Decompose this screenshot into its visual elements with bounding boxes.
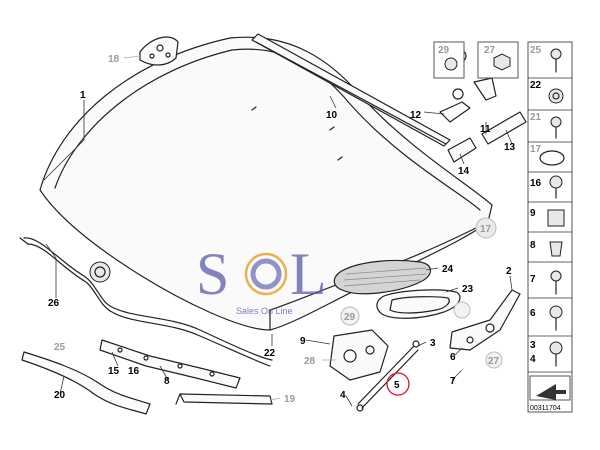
- callout-6: 6: [450, 352, 456, 363]
- callout-8: 8: [164, 376, 170, 387]
- highlight-ring: [386, 372, 410, 396]
- svg-text:S: S: [196, 241, 229, 307]
- callout-28: 28: [304, 356, 316, 367]
- rear-seal-strip: [251, 33, 451, 147]
- grille-insert: [333, 259, 461, 319]
- callout-numbers: 18 1 10 12 11 13 14 17 26 24 23 2 25 15 …: [48, 54, 516, 405]
- grid-cell-27: 27: [484, 45, 496, 56]
- grid-cell-25: 25: [530, 45, 542, 56]
- callout-27: 27: [488, 356, 500, 367]
- callout-22: 22: [264, 348, 276, 359]
- callout-23: 23: [462, 284, 474, 295]
- callout-7: 7: [450, 376, 456, 387]
- svg-text:L: L: [290, 241, 327, 307]
- fastener-grid: 29 27 25 22 21 17 16 9 8 7 6 3 4 0031170…: [433, 41, 573, 413]
- grid-cell-6: 6: [530, 308, 536, 319]
- callout-19: 19: [284, 394, 296, 405]
- callout-16: 16: [128, 366, 140, 377]
- hood-lock: [329, 306, 389, 381]
- grid-cell-21: 21: [530, 112, 542, 123]
- callout-25: 25: [54, 342, 66, 353]
- release-rod: [175, 393, 273, 405]
- grid-cell-22: 22: [530, 80, 542, 91]
- grid-cell-3: 3: [530, 340, 536, 351]
- callout-26: 26: [48, 298, 60, 309]
- front-seal: [19, 237, 273, 367]
- callout-2: 2: [506, 266, 512, 277]
- callout-15: 15: [108, 366, 120, 377]
- callout-12: 12: [410, 110, 422, 121]
- callout-14: 14: [458, 166, 470, 177]
- seal-clips: [439, 49, 527, 163]
- grid-cell-16: 16: [530, 178, 542, 189]
- grid-cell-7: 7: [530, 274, 536, 285]
- leader-lines: [43, 55, 513, 407]
- gas-strut: [356, 340, 420, 412]
- grid-cell-17: 17: [530, 144, 542, 155]
- grid-cell-4: 4: [530, 354, 536, 365]
- callout-17: 17: [480, 224, 492, 235]
- grid-cell-29: 29: [438, 45, 450, 56]
- callout-29: 29: [344, 312, 356, 323]
- lower-seal-strip: [21, 351, 151, 415]
- watermark-logo: S L Sales On Line: [196, 241, 327, 316]
- callout-5: 5: [394, 380, 400, 391]
- callout-10: 10: [326, 110, 338, 121]
- callout-18: 18: [108, 54, 120, 65]
- callout-9: 9: [300, 336, 306, 347]
- callout-13: 13: [504, 142, 516, 153]
- diagram-reference-number: 00311704: [530, 405, 561, 412]
- hood-panel: [39, 36, 497, 331]
- callout-24: 24: [442, 264, 454, 275]
- callout-20: 20: [54, 390, 66, 401]
- lock-bracket: [99, 339, 241, 389]
- svg-text:Sales On Line: Sales On Line: [236, 306, 293, 316]
- grid-cell-9: 9: [530, 208, 536, 219]
- hood-hinge: [449, 289, 521, 369]
- callout-3: 3: [430, 338, 436, 349]
- callout-4: 4: [340, 390, 346, 401]
- callout-1: 1: [80, 90, 86, 101]
- hood-bracket: [139, 36, 179, 66]
- callout-11: 11: [480, 124, 491, 135]
- grid-cell-8: 8: [530, 240, 536, 251]
